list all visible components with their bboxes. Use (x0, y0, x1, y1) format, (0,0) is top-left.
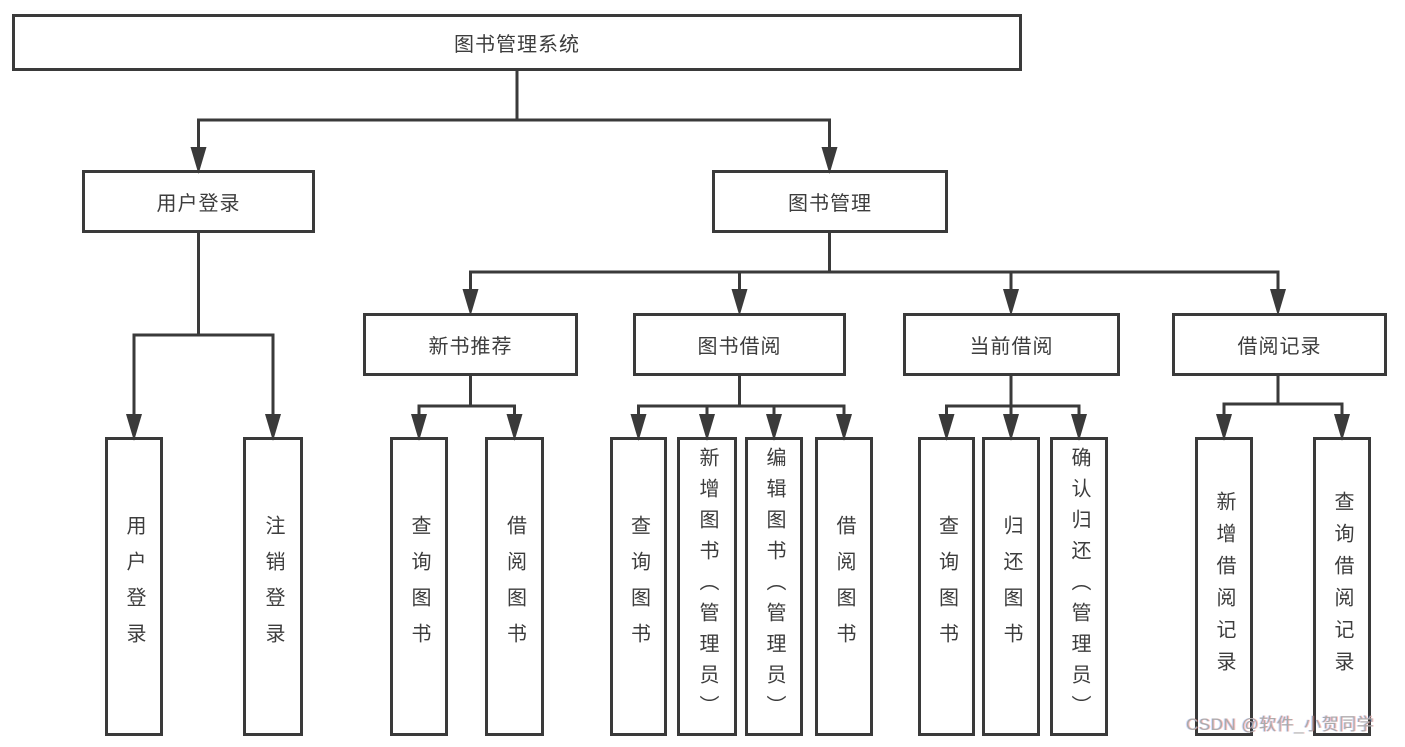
connector-borrowing-records (1216, 374, 1350, 441)
leaf-borrow-books-borrowing-label: 借阅图书 (833, 514, 855, 659)
node-user-login: 用户登录 (82, 170, 315, 233)
connector-book-management (462, 231, 1286, 316)
arrowhead-icon (462, 289, 479, 316)
leaf-query-borrow-record-label: 查询借阅记录 (1331, 490, 1353, 683)
connector-book-borrowing (630, 374, 852, 441)
leaf-query-books-current: 查询图书 (918, 437, 975, 736)
connector-new-book-recommend (411, 374, 523, 441)
leaf-add-books-admin: 新增图书（管理员） (677, 437, 737, 736)
leaf-logout: 注销登录 (243, 437, 303, 736)
leaf-borrow-books-borrowing: 借阅图书 (815, 437, 873, 736)
node-book-management-label: 图书管理 (788, 193, 872, 215)
leaf-confirm-return-admin: 确认归还（管理员） (1050, 437, 1108, 736)
leaf-add-borrow-record-label: 新增借阅记录 (1213, 490, 1235, 683)
leaf-user-login: 用户登录 (105, 437, 163, 736)
connector-current-borrowing (938, 374, 1087, 441)
leaf-user-login-label: 用户登录 (123, 514, 145, 659)
node-library-system: 图书管理系统 (12, 14, 1022, 71)
leaf-add-borrow-record: 新增借阅记录 (1195, 437, 1253, 736)
leaf-edit-books-admin: 编辑图书（管理员） (745, 437, 803, 736)
leaf-query-books-newrec: 查询图书 (390, 437, 448, 736)
node-current-borrowing: 当前借阅 (903, 313, 1120, 376)
leaf-query-books-newrec-label: 查询图书 (408, 514, 430, 659)
node-borrowing-records-label: 借阅记录 (1237, 336, 1322, 358)
connector-user-login (126, 231, 281, 441)
leaf-edit-books-admin-label: 编辑图书（管理员） (763, 447, 785, 726)
node-user-login-label: 用户登录 (156, 193, 241, 215)
node-library-system-label: 图书管理系统 (454, 34, 580, 56)
node-book-management: 图书管理 (712, 170, 948, 233)
leaf-query-books-current-label: 查询图书 (935, 514, 958, 659)
leaf-add-books-admin-label: 新增图书（管理员） (696, 447, 718, 726)
node-new-book-recommend: 新书推荐 (363, 313, 578, 376)
arrowhead-icon (1270, 289, 1286, 316)
leaf-query-borrow-record: 查询借阅记录 (1313, 437, 1371, 736)
leaf-confirm-return-admin-label: 确认归还（管理员） (1068, 447, 1090, 726)
connector-root (190, 68, 838, 174)
node-borrowing-records: 借阅记录 (1172, 313, 1387, 376)
leaf-query-books-borrowing-label: 查询图书 (627, 514, 650, 659)
leaf-borrow-books-newrec-label: 借阅图书 (503, 514, 526, 659)
arrowhead-icon (1003, 289, 1019, 316)
leaf-query-books-borrowing: 查询图书 (610, 437, 667, 736)
leaf-borrow-books-newrec: 借阅图书 (485, 437, 544, 736)
leaf-return-books-label: 归还图书 (1000, 514, 1022, 659)
node-book-borrowing-label: 图书借阅 (697, 336, 782, 358)
node-current-borrowing-label: 当前借阅 (969, 336, 1054, 358)
watermark: CSDN @软件_小贺同学 (1186, 715, 1375, 734)
node-new-book-recommend-label: 新书推荐 (428, 336, 513, 358)
node-book-borrowing: 图书借阅 (633, 313, 846, 376)
leaf-logout-label: 注销登录 (262, 514, 284, 659)
leaf-return-books: 归还图书 (982, 437, 1040, 736)
arrowhead-icon (731, 289, 748, 316)
